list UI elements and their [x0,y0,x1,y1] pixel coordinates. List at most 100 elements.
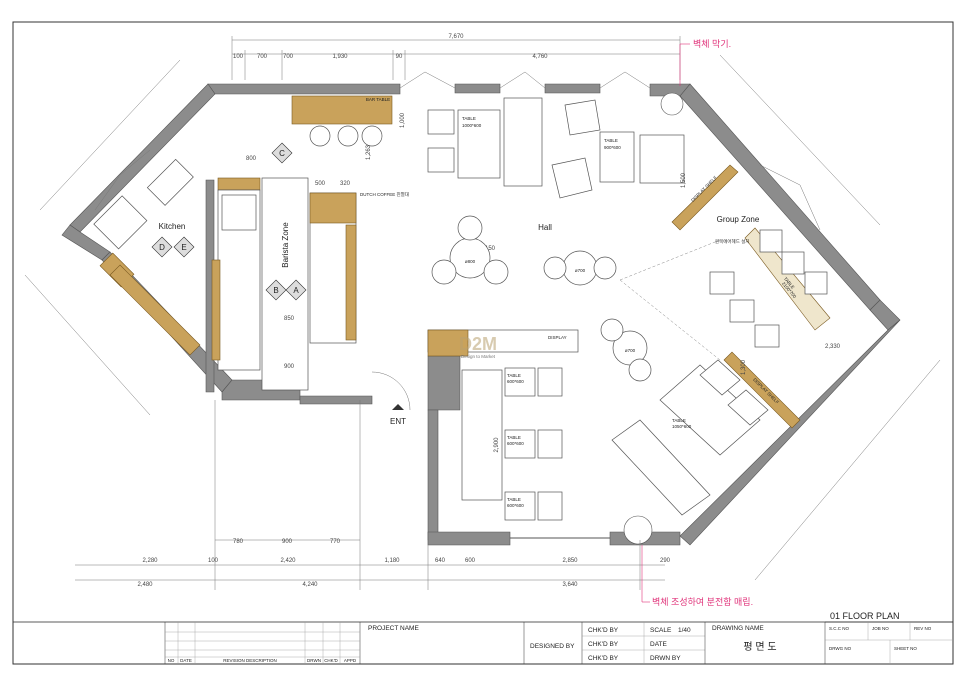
svg-text:CHK'D: CHK'D [324,658,338,663]
svg-text:ø700: ø700 [575,268,586,273]
svg-text:DRWG NO: DRWG NO [829,646,852,651]
marker-c: C [271,142,293,164]
svg-text:JOB NO: JOB NO [872,626,889,631]
svg-text:600*600: 600*600 [507,503,524,508]
svg-text:TABLE: TABLE [462,116,476,121]
svg-text:600: 600 [465,558,476,564]
svg-text:TABLE: TABLE [507,373,521,378]
marker-b: B [265,279,287,301]
svg-text:CHK'D BY: CHK'D BY [588,641,619,648]
top-dimensions: 7,670 100 700 700 1,930 90 4,760 [231,34,681,80]
svg-text:REV NO: REV NO [914,626,932,631]
svg-text:1,500: 1,500 [681,172,687,188]
marker-e: E [173,236,195,258]
svg-text:DATE: DATE [650,641,668,648]
group-shelf-label: 원목에어헤드 설치 [715,238,749,245]
dim-top-2: 700 [257,54,268,60]
svg-text:D: D [159,243,165,252]
marker-a: A [285,279,307,301]
svg-text:2,850: 2,850 [562,558,578,564]
section-markers: C D E B A [151,142,307,301]
dutch-coffee-label: DUTCH COFFEE 진열대 [360,191,409,198]
svg-text:770: 770 [330,539,341,545]
svg-text:TABLE: TABLE [672,418,686,423]
zone-hall-label: Hall [538,223,552,232]
svg-text:1050*600: 1050*600 [672,424,692,429]
svg-text:CHK'D BY: CHK'D BY [588,627,619,634]
svg-text:DATE: DATE [180,658,192,663]
svg-text:900: 900 [282,539,293,545]
svg-text:SCALE: SCALE [650,627,672,634]
dim-top-3: 700 [283,54,294,60]
svg-text:900*600: 900*600 [604,145,621,150]
dim-top-total: 7,670 [448,34,464,40]
svg-text:S.C.C NO: S.C.C NO [829,626,850,631]
svg-text:REVISION DESCRIPTION: REVISION DESCRIPTION [223,658,277,663]
project-name-label: PROJECT NAME [368,625,419,632]
svg-text:CHK'D BY: CHK'D BY [588,655,619,662]
hall-area: Hall 1,150 TABLE 1000*600 TABLE 900*600 … [371,97,769,521]
walls [61,83,901,546]
dim-top-1: 100 [233,54,244,60]
svg-text:800: 800 [246,156,257,162]
bottom-dimensions: 2,280 100 2,420 1,180 640 600 2,850 290 … [75,400,671,590]
svg-text:1,263: 1,263 [366,144,372,160]
svg-text:DRWN BY: DRWN BY [650,655,681,662]
svg-text:640: 640 [435,558,446,564]
dim-top-4: 1,930 [332,54,348,60]
svg-text:1,180: 1,180 [384,558,400,564]
display-label: DISPLAY [548,335,567,340]
d2m-logo: D2M Design to Market [459,334,497,359]
note-bottom-right: 벽체 조성하여 분전함 매립. [652,596,753,607]
svg-text:290: 290 [660,558,671,564]
dim-900: 900 [284,364,295,370]
dim-320: 320 [340,181,351,187]
svg-text:TABLE: TABLE [507,497,521,502]
mid-dimensions: 800 1,263 1,500 1,300 1,000 [246,112,747,375]
svg-text:4,240: 4,240 [302,582,318,588]
svg-text:E: E [181,243,186,252]
svg-text:600*600: 600*600 [507,441,524,446]
svg-text:NO: NO [168,658,175,663]
svg-text:TABLE: TABLE [604,138,618,143]
barista-area: BAR TABLE Barista Zone DUTCH COFFEE 진열대 … [261,95,409,391]
diagonal-dimensions [24,54,941,581]
svg-text:A: A [293,286,299,295]
svg-text:Design to Market: Design to Market [461,354,496,359]
windows [94,71,821,539]
svg-text:1,000: 1,000 [400,112,406,128]
dim-2330: 2,330 [825,344,841,350]
zone-group-label: Group Zone [717,215,760,224]
svg-text:ø700: ø700 [625,348,636,353]
svg-text:DRAWING NAME: DRAWING NAME [712,625,764,632]
svg-text:DRWN: DRWN [307,658,321,663]
note-top-right: 벽체 막기. [693,39,731,49]
svg-text:APPD: APPD [344,658,357,663]
svg-text:3,640: 3,640 [562,582,578,588]
svg-text:2,420: 2,420 [280,558,296,564]
marker-d: D [151,236,173,258]
svg-text:1,300: 1,300 [741,359,747,375]
svg-text:2,280: 2,280 [142,558,158,564]
svg-text:100: 100 [208,558,219,564]
dim-500: 500 [315,181,326,187]
entrance-label: ENT [390,417,406,426]
drawing-name-value: 평 면 도 [743,641,776,653]
zone-barista-label: Barista Zone [281,222,290,268]
dim-top-5: 90 [396,54,403,60]
zone-kitchen-label: Kitchen [159,222,186,231]
dim-2900: 2,900 [494,437,500,453]
svg-text:DESIGNED BY: DESIGNED BY [530,643,575,650]
svg-text:SHEET NO: SHEET NO [894,646,917,651]
svg-text:B: B [273,286,278,295]
title-block: 01 FLOOR PLAN NO DATE REVISION DESCRIPTI… [12,611,954,665]
svg-text:1000*600: 1000*600 [462,123,482,128]
svg-text:ø800: ø800 [465,259,476,264]
kitchen-area: Kitchen [93,158,261,371]
dim-850: 850 [284,316,295,322]
drawing-title: 01 FLOOR PLAN [830,611,900,621]
svg-text:2,480: 2,480 [137,582,153,588]
svg-text:C: C [279,149,285,158]
svg-text:600*600: 600*600 [507,379,524,384]
